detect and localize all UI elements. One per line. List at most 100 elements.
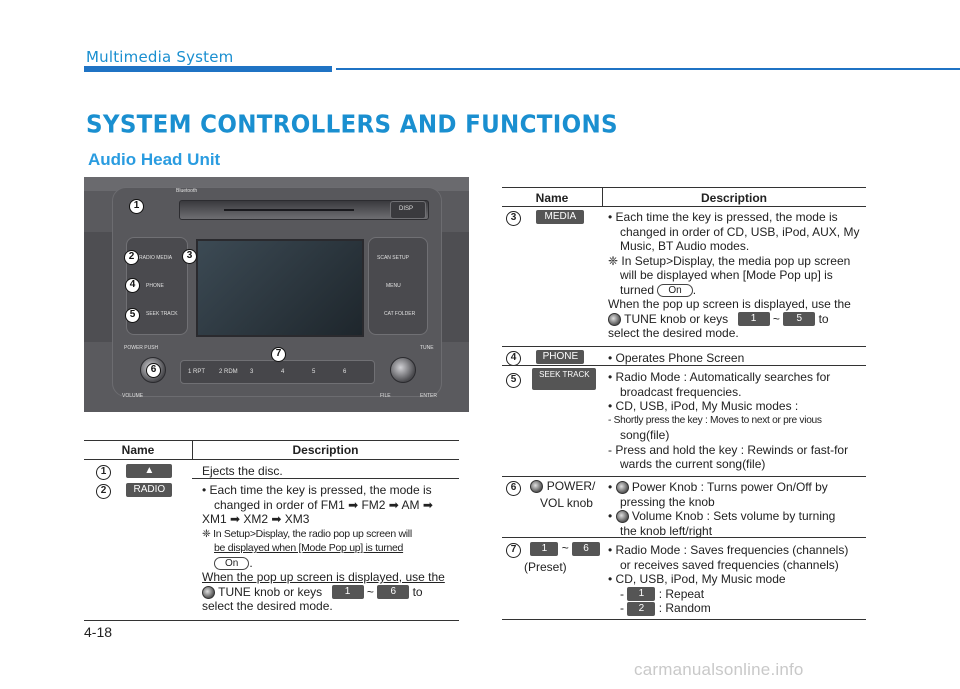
disp-label: DISP — [399, 206, 414, 212]
text-line: : Random — [658, 601, 711, 616]
on-button: On — [657, 283, 693, 297]
text-line: • Each time the key is pressed, the mode… — [608, 210, 838, 224]
row-5-name: 5 SEEK TRACK — [506, 368, 597, 390]
note-line: be displayed when [Mode Pop up] is turne… — [214, 542, 404, 554]
eject-key: ▲ — [126, 463, 173, 478]
row-number: 1 — [96, 465, 111, 480]
preset-button-label: 6 — [343, 369, 347, 375]
text-line: When the pop up screen is displayed, use… — [608, 297, 851, 311]
section-subtitle: Audio Head Unit — [88, 150, 221, 169]
text-line: select the desired mode. — [608, 326, 739, 341]
preset-button-label: 3 — [250, 369, 254, 375]
text-line: • Each time the key is pressed, the mode… — [202, 483, 432, 497]
tilde: ~ — [772, 311, 780, 326]
text-line: - Press and hold the key : Rewinds or fa… — [608, 442, 849, 457]
photo-marker-6: 6 — [146, 363, 161, 378]
text-line: select the desired mode. — [202, 599, 333, 614]
photo-marker-5: 5 — [125, 308, 140, 323]
text-line: : Repeat — [658, 586, 705, 601]
text-line: Volume Knob : Sets volume by turning — [631, 509, 836, 523]
row-2-name: 2 RADIO — [96, 482, 173, 499]
phone-key: PHONE — [536, 349, 585, 364]
row-7-name: 7 1 ~ 6 (Preset) — [506, 541, 602, 575]
section-title: SYSTEM CONTROLLERS AND FUNCTIONS — [86, 110, 618, 140]
row-number: 3 — [506, 211, 521, 226]
photo-marker-1: 1 — [129, 199, 144, 214]
row-number: 5 — [506, 373, 521, 389]
enter-label: ENTER — [420, 393, 437, 399]
tune-label: TUNE — [420, 345, 434, 351]
text-line: • CD, USB, iPod, My Music mode — [608, 572, 786, 586]
preset-button-label: 5 — [312, 369, 316, 375]
preset-key-2: 2 — [627, 602, 656, 617]
text-line: wards the current song(file) — [620, 457, 766, 471]
preset-button-label: 1 RPT — [188, 369, 206, 375]
note-line: ❈ In Setup>Display, the media pop up scr… — [608, 253, 851, 268]
row-1-name: 1 ▲ — [96, 463, 173, 480]
radio-media-label: RADIO MEDIA — [139, 255, 173, 261]
text-line: the knob left/right — [620, 523, 713, 538]
name-column-header: Name — [121, 443, 155, 457]
text-line: • CD, USB, iPod, My Music modes : — [608, 399, 799, 413]
scan-setup-label: SCAN SETUP — [377, 255, 409, 261]
watermark: carmanualsonline.info — [634, 660, 804, 679]
left-function-table: Name Description 1 ▲ Ejects the disc. 2 … — [84, 440, 459, 622]
row-6-name: 6 POWER/ VOL knob — [506, 479, 602, 511]
right-button-panel — [368, 237, 428, 335]
preset-strip — [180, 360, 375, 384]
preset-key-1: 1 — [331, 585, 364, 600]
row-3-name: 3 MEDIA — [506, 209, 585, 226]
seek-track-label: SEEK TRACK — [146, 311, 178, 317]
chapter-title: Multimedia System — [86, 48, 234, 66]
tune-knob-icon — [202, 585, 215, 599]
tilde: ~ — [561, 541, 569, 555]
preset-key-6: 6 — [572, 541, 601, 556]
preset-key-1: 1 — [737, 312, 770, 327]
on-button: On — [214, 556, 250, 570]
radio-key: RADIO — [126, 482, 173, 497]
note-line: ❈ In Setup>Display, the radio pop up scr… — [202, 527, 412, 540]
power-knob-icon — [615, 481, 629, 495]
row-1-description: Ejects the disc. — [202, 464, 283, 478]
power-knob-icon — [530, 480, 544, 494]
row-7-description: • Radio Mode : Saves frequencies (channe… — [608, 543, 866, 617]
file-label: FILE — [380, 393, 391, 399]
description-column-header: Description — [700, 191, 767, 205]
disc-slot-opening — [224, 209, 354, 211]
photo-marker-3: 3 — [182, 249, 197, 264]
text-line: pressing the knob — [620, 494, 715, 509]
seek-track-key: SEEK TRACK — [532, 368, 597, 390]
row-number: 6 — [506, 481, 521, 496]
tilde: ~ — [366, 584, 374, 599]
photo-marker-2: 2 — [124, 250, 139, 265]
text-line: - Shortly press the key : Moves to next … — [608, 414, 822, 426]
menu-label: MENU — [386, 283, 401, 289]
display-screen — [196, 239, 364, 337]
row-5-description: • Radio Mode : Automatically searches fo… — [608, 370, 866, 472]
power-push-label: POWER PUSH — [124, 345, 159, 351]
preset-key-6: 6 — [377, 585, 410, 600]
volume-label: VOLUME — [122, 393, 144, 399]
preset-key-1: 1 — [530, 541, 559, 556]
header-bar — [84, 66, 332, 72]
text-line: turned — [620, 282, 655, 297]
text-line: XM1 ➡ XM2 ➡ XM3 — [202, 512, 310, 526]
text-line: to — [818, 311, 829, 326]
row-number: 4 — [506, 351, 521, 366]
text-line: TUNE knob or keys — [624, 311, 729, 326]
text-line: Power Knob : Turns power On/Off by — [631, 480, 828, 494]
text-line: song(file) — [620, 428, 670, 442]
row-number: 2 — [96, 484, 111, 499]
power-vol-label: POWER/ — [546, 479, 596, 493]
preset-button-label: 2 RDM — [219, 369, 238, 375]
row-2-description: • Each time the key is pressed, the mode… — [202, 483, 457, 614]
page-number: 4-18 — [84, 624, 113, 640]
row-4-description: • Operates Phone Screen — [608, 351, 745, 365]
text-line: broadcast frequencies. — [620, 384, 742, 399]
bluetooth-label: Bluetooth — [176, 188, 198, 194]
tune-knob-icon — [608, 312, 621, 326]
header-rule — [336, 68, 960, 70]
name-column-header: Name — [535, 191, 569, 205]
text-line: TUNE knob or keys — [218, 584, 323, 599]
preset-label: (Preset) — [524, 560, 567, 574]
